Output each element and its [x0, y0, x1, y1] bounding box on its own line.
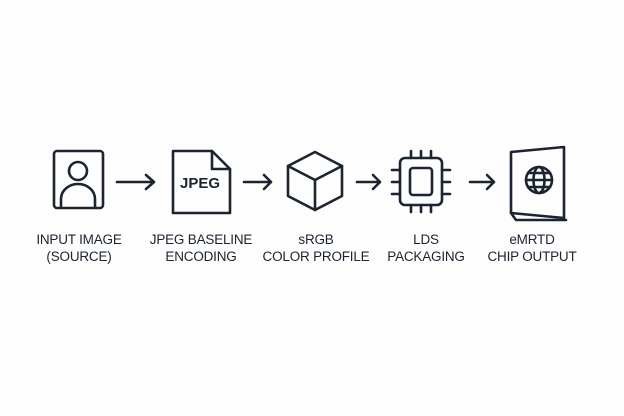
step-3-label-line2: COLOR PROFILE — [263, 249, 370, 264]
step-3-label-line1: sRGB — [298, 232, 333, 247]
passport-globe-icon — [509, 145, 568, 222]
step-2-label-line2: ENCODING — [165, 249, 236, 264]
arrow-right-icon — [468, 173, 496, 191]
arrow-right-icon — [355, 173, 382, 191]
arrow-right-icon — [242, 173, 273, 191]
step-2-label-line1: JPEG BASELINE — [150, 232, 253, 247]
step-1-label-line2: (SOURCE) — [46, 249, 111, 264]
step-1-label-line1: INPUT IMAGE — [36, 232, 122, 247]
step-5-label-line1: eMRTD — [509, 232, 555, 247]
jpeg-file-icon: JPEG — [171, 149, 232, 215]
person-portrait-icon — [52, 149, 105, 210]
step-4-label-line2: PACKAGING — [387, 249, 464, 264]
arrow-right-icon — [115, 173, 156, 191]
chip-icon — [390, 149, 452, 214]
cube-icon — [286, 150, 344, 212]
step-5-label-line2: CHIP OUTPUT — [487, 249, 576, 264]
step-4-label-line1: LDS — [413, 232, 439, 247]
jpeg-icon-text: JPEG — [180, 175, 220, 192]
